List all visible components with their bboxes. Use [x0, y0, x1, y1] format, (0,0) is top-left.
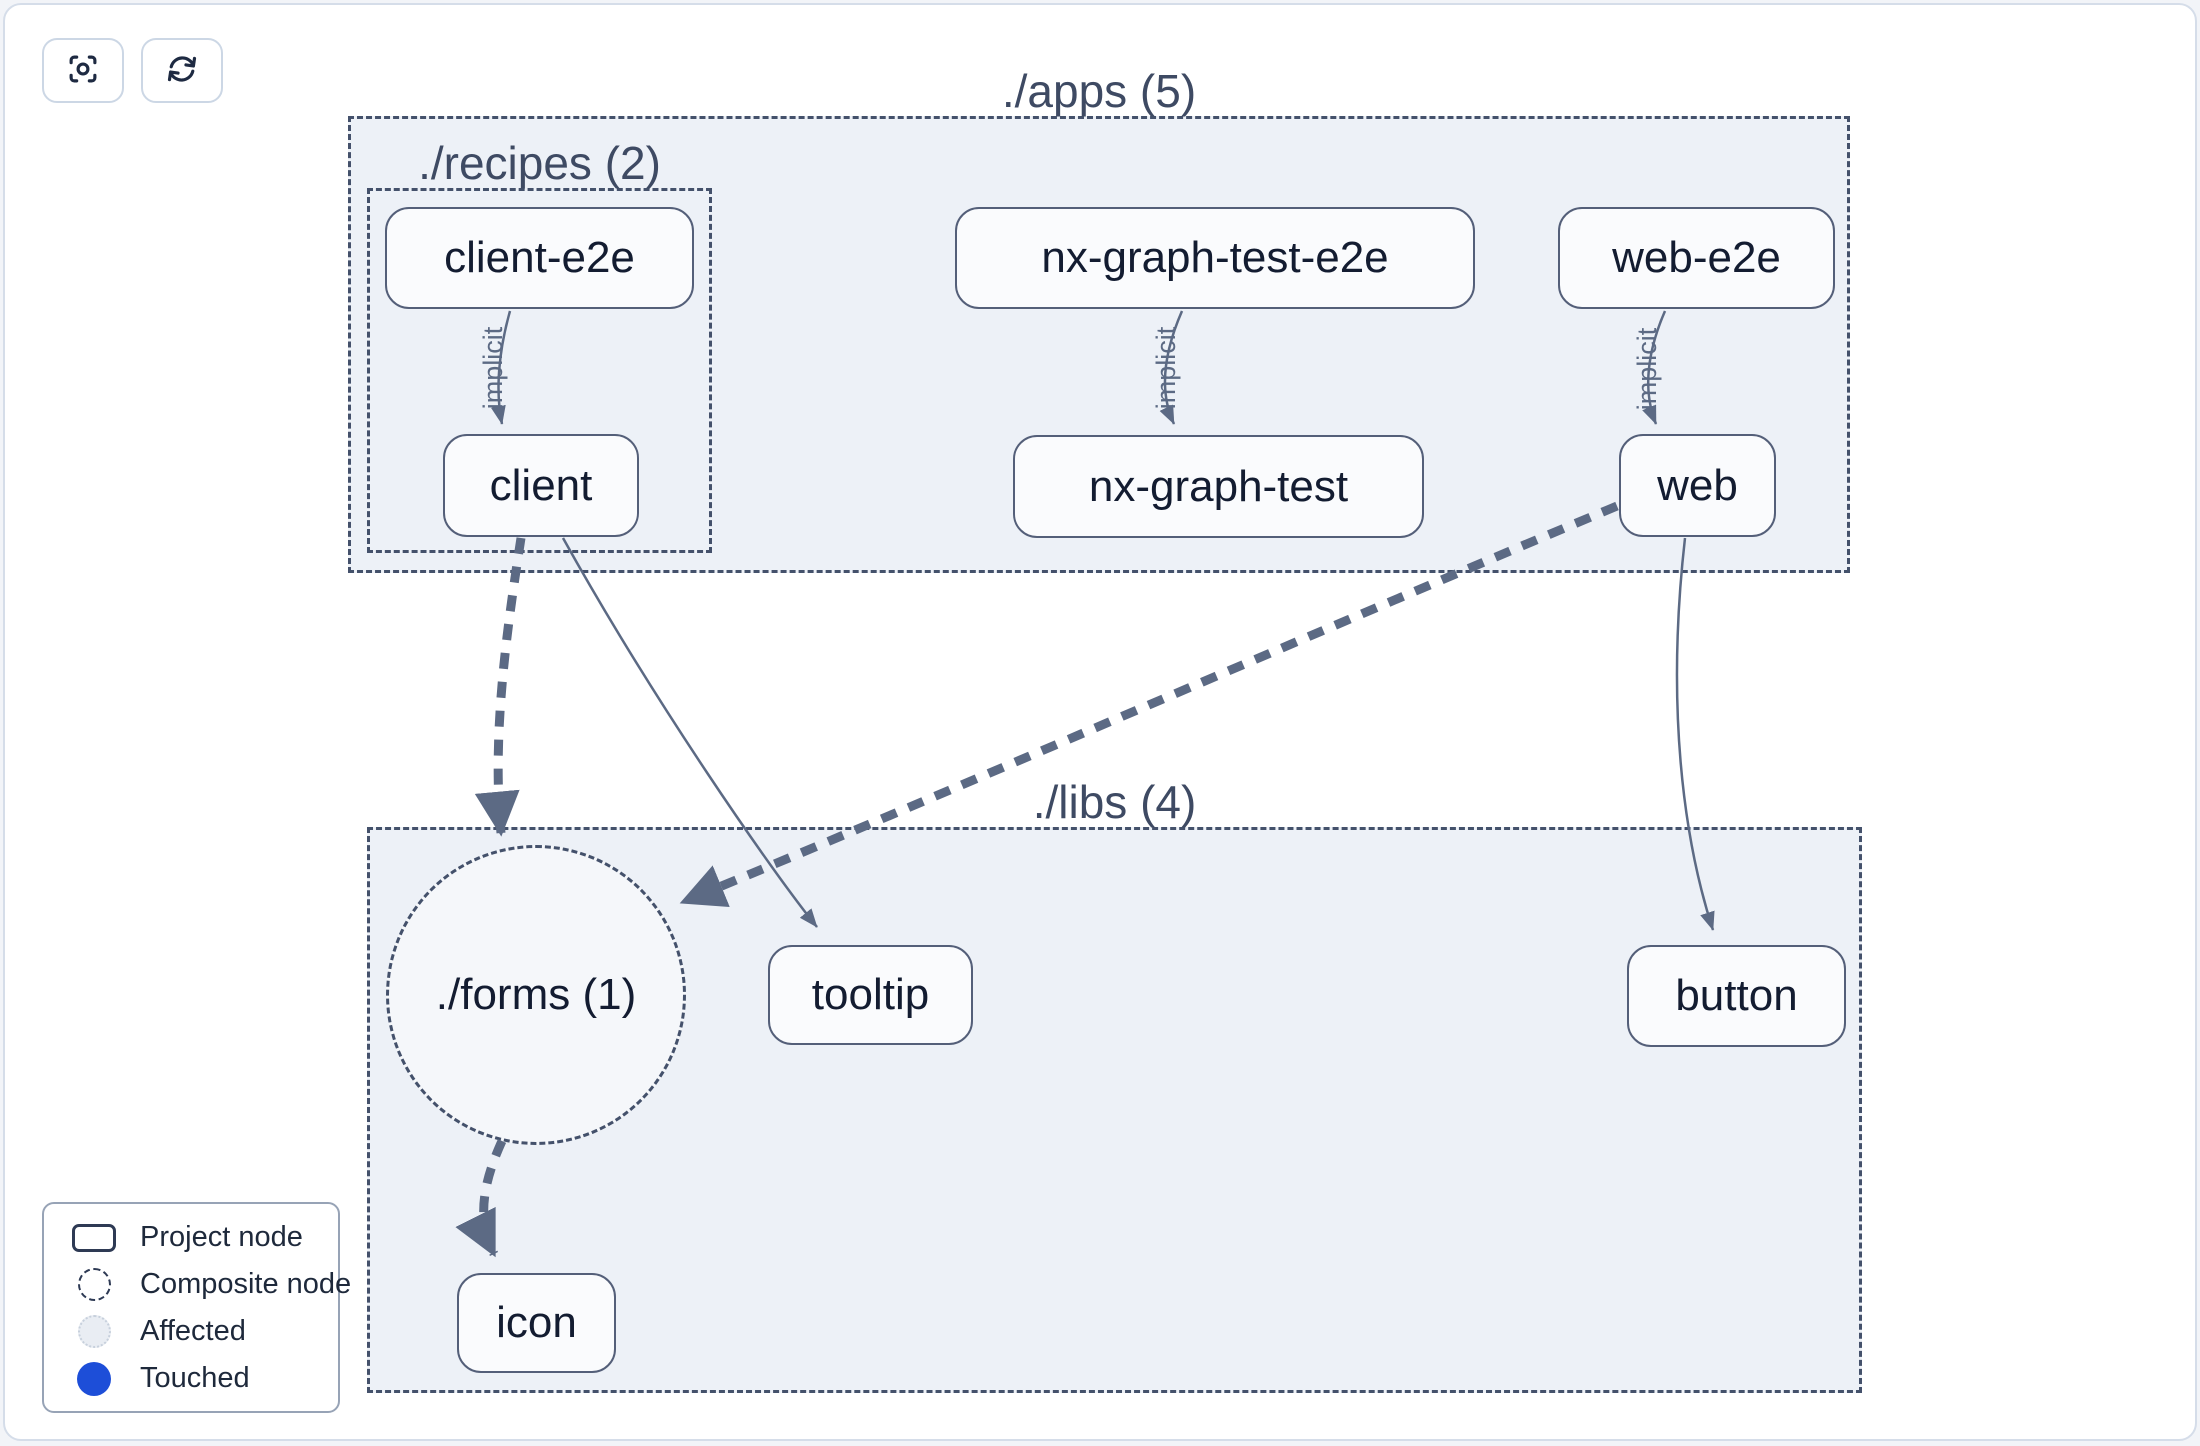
- composite-node-forms[interactable]: ./forms (1): [386, 845, 686, 1145]
- legend-label: Affected: [140, 1315, 246, 1347]
- legend-item-affected: Affected: [44, 1308, 338, 1355]
- refresh-button[interactable]: [141, 38, 223, 103]
- edge-label-implicit-1: implicit: [478, 326, 508, 410]
- legend-label: Touched: [140, 1362, 250, 1394]
- node-icon[interactable]: icon: [457, 1273, 616, 1373]
- legend-label: Composite node: [140, 1268, 352, 1300]
- node-client-label: client: [489, 460, 593, 510]
- node-client-e2e-label: client-e2e: [444, 233, 635, 282]
- edge-label-implicit-3: implicit: [1632, 327, 1662, 411]
- node-button[interactable]: button: [1627, 945, 1846, 1047]
- project-node-swatch-icon: [70, 1214, 118, 1262]
- composite-node-forms-label: ./forms (1): [435, 970, 637, 1019]
- legend-item-composite-node: Composite node: [44, 1261, 351, 1309]
- node-nx-graph-test[interactable]: nx-graph-test: [1013, 435, 1424, 538]
- node-icon-label: icon: [496, 1298, 577, 1347]
- graph-canvas: ./apps (5) ./recipes (2) ./libs (4) ./fo…: [3, 3, 2197, 1441]
- legend-label: Project node: [140, 1221, 303, 1253]
- group-recipes-label: ./recipes (2): [418, 137, 661, 189]
- node-button-label: button: [1675, 971, 1798, 1020]
- node-client-e2e[interactable]: client-e2e: [385, 207, 694, 309]
- node-nx-graph-test-label: nx-graph-test: [1088, 461, 1349, 511]
- focus-reset-button[interactable]: [42, 38, 124, 103]
- legend-item-project-node: Project node: [44, 1214, 338, 1261]
- node-web[interactable]: web: [1619, 434, 1776, 537]
- group-libs-label: ./libs (4): [1032, 776, 1197, 828]
- group-apps-label: ./apps (5): [1001, 65, 1197, 117]
- node-tooltip-label: tooltip: [811, 970, 930, 1019]
- focus-icon: [64, 50, 102, 91]
- touched-swatch-icon: [70, 1355, 118, 1403]
- refresh-icon: [163, 50, 201, 91]
- node-web-label: web: [1657, 460, 1738, 510]
- composite-node-swatch-icon: [70, 1261, 118, 1309]
- node-web-e2e-label: web-e2e: [1612, 233, 1781, 282]
- node-client[interactable]: client: [443, 434, 639, 537]
- legend-item-touched: Touched: [44, 1355, 338, 1402]
- node-tooltip[interactable]: tooltip: [768, 945, 973, 1045]
- node-nx-graph-test-e2e[interactable]: nx-graph-test-e2e: [955, 207, 1475, 309]
- edge-label-implicit-2: implicit: [1151, 326, 1181, 410]
- node-web-e2e[interactable]: web-e2e: [1558, 207, 1835, 309]
- node-nx-graph-test-e2e-label: nx-graph-test-e2e: [1041, 233, 1389, 282]
- affected-swatch-icon: [70, 1308, 118, 1356]
- legend-panel: Project node Composite node Affected Tou…: [42, 1202, 351, 1413]
